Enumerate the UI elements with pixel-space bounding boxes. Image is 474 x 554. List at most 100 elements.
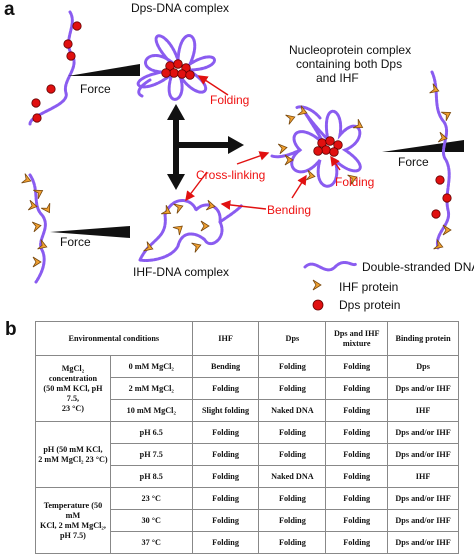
dps-protein-icon — [66, 51, 76, 61]
condition-group-label-line: 23 °C) — [61, 403, 85, 413]
header-environmental-conditions: Environmental conditions — [35, 321, 193, 356]
force-wedge-2 — [50, 226, 130, 238]
cell-dps: Folding — [258, 531, 327, 554]
cell-cond: pH 8.5 — [109, 465, 193, 488]
ihf-protein-marks — [21, 83, 452, 268]
cell-cond: 0 mM MgCl₂ — [109, 355, 193, 378]
nucleoprotein-title-line1: Nucleoprotein complex — [289, 43, 411, 57]
ihf-dna-complex — [138, 199, 244, 262]
cell-bind: Dps — [387, 355, 459, 378]
condition-group-label: MgCl₂ concentration(50 mM KCl, pH 7.5,23… — [35, 355, 111, 422]
cell-dps: Naked DNA — [258, 465, 327, 488]
force-wedge-1 — [68, 64, 140, 76]
cell-mix: Folding — [325, 487, 389, 510]
cell-mix: Folding — [325, 531, 389, 554]
ihf-protein-icon — [437, 131, 448, 143]
cell-bind: Dps and/or IHF — [387, 487, 459, 510]
cell-ihf: Folding — [191, 487, 260, 510]
cell-ihf: Folding — [191, 465, 260, 488]
ihf-protein-icon — [32, 256, 42, 268]
ihf-protein-icon — [40, 202, 51, 214]
condition-group-label-line: Temperature (50 mM — [43, 500, 103, 520]
folding-annotation-1: Folding — [210, 93, 249, 107]
cell-mix: Folding — [325, 443, 389, 466]
ihf-protein-icon — [305, 169, 316, 181]
cell-ihf: Folding — [191, 443, 260, 466]
cell-mix: Folding — [325, 377, 389, 400]
dna-legend-icon — [303, 260, 358, 272]
force-label-2: Force — [60, 235, 91, 249]
environmental-conditions-table: Environmental conditions IHF Dps Dps and… — [35, 321, 459, 554]
cell-dps: Naked DNA — [258, 399, 327, 422]
ihf-dna-complex-title: IHF-DNA complex — [133, 265, 229, 279]
ihf-protein-icon — [37, 239, 48, 250]
table-row: MgCl₂ concentration(50 mM KCl, pH 7.5,23… — [35, 355, 459, 422]
ihf-protein-icon — [160, 204, 172, 215]
force-wedge-3 — [382, 140, 464, 152]
ihf-protein-icon — [352, 118, 364, 129]
ihf-protein-icon — [297, 105, 308, 116]
cell-bind: IHF — [387, 465, 459, 488]
ihf-protein-icon — [205, 199, 216, 211]
cell-cond: 10 mM MgCl₂ — [109, 399, 193, 422]
ihf-protein-icon — [200, 220, 210, 232]
ihf-protein-icon — [347, 174, 358, 185]
dps-protein-icon — [46, 84, 56, 94]
nucleoprotein-title-line2: containing both Dps — [296, 57, 402, 71]
ihf-protein-icon — [191, 242, 202, 253]
cell-bind: Dps and/or IHF — [387, 421, 459, 444]
ihf-protein-icon — [284, 154, 294, 166]
stretched-mixed-strand — [430, 70, 452, 250]
ihf-protein-icon — [440, 111, 452, 122]
cell-cond: pH 6.5 — [109, 421, 193, 444]
cell-dps: Folding — [258, 421, 327, 444]
condition-group-label-line: pH 7.5) — [59, 530, 86, 540]
condition-group-label-line: pH (50 mM KCl, — [43, 444, 103, 454]
cell-cond: 2 mM MgCl₂ — [109, 377, 193, 400]
panel-b-letter: b — [5, 319, 17, 340]
dps-dna-complex — [136, 33, 216, 101]
ihf-legend-icon — [312, 279, 322, 291]
dps-protein-icon — [32, 113, 42, 123]
legend: Double-stranded DNA IHF protein Dps prot… — [303, 260, 474, 312]
cell-dps: Folding — [258, 355, 327, 378]
cell-cond: 37 °C — [109, 531, 193, 554]
cell-bind: Dps and/or IHF — [387, 509, 459, 532]
cell-mix: Folding — [325, 509, 389, 532]
cell-cond: 23 °C — [109, 487, 193, 510]
dps-protein-icon — [31, 98, 41, 108]
cross-arrows — [167, 104, 244, 190]
ihf-protein-icon — [429, 83, 440, 94]
header-dps: Dps — [258, 321, 327, 356]
cell-ihf: Folding — [191, 377, 260, 400]
force-label-3: Force — [398, 155, 429, 169]
ihf-protein-icon — [143, 241, 154, 252]
cell-dps: Folding — [258, 487, 327, 510]
cell-bind: IHF — [387, 399, 459, 422]
ihf-protein-icon — [433, 239, 444, 250]
dps-protein-icon — [63, 39, 73, 49]
cell-ihf: Folding — [191, 421, 260, 444]
stretched-ihf-strand — [28, 173, 47, 284]
dps-dna-complex-title: Dps-DNA complex — [131, 1, 229, 15]
stretched-dps-dna-strand — [28, 10, 82, 126]
dps-protein-icon — [72, 21, 82, 31]
cell-mix: Folding — [325, 399, 389, 422]
condition-group-label-line: (50 mM KCl, pH 7.5, — [43, 383, 103, 403]
cell-dps: Folding — [258, 509, 327, 532]
cell-dps: Folding — [258, 443, 327, 466]
ihf-protein-icon — [277, 143, 288, 155]
ihf-protein-icon — [172, 225, 183, 236]
cell-ihf: Bending — [191, 355, 260, 378]
condition-group-label-line: KCl, 2 mM MgCl₂, — [39, 520, 106, 530]
ihf-protein-icon — [442, 224, 452, 236]
cell-bind: Dps and/or IHF — [387, 377, 459, 400]
ihf-protein-icon — [32, 189, 44, 200]
cell-cond: 30 °C — [109, 509, 193, 532]
cell-bind: Dps and/or IHF — [387, 443, 459, 466]
cell-cond: pH 7.5 — [109, 443, 193, 466]
